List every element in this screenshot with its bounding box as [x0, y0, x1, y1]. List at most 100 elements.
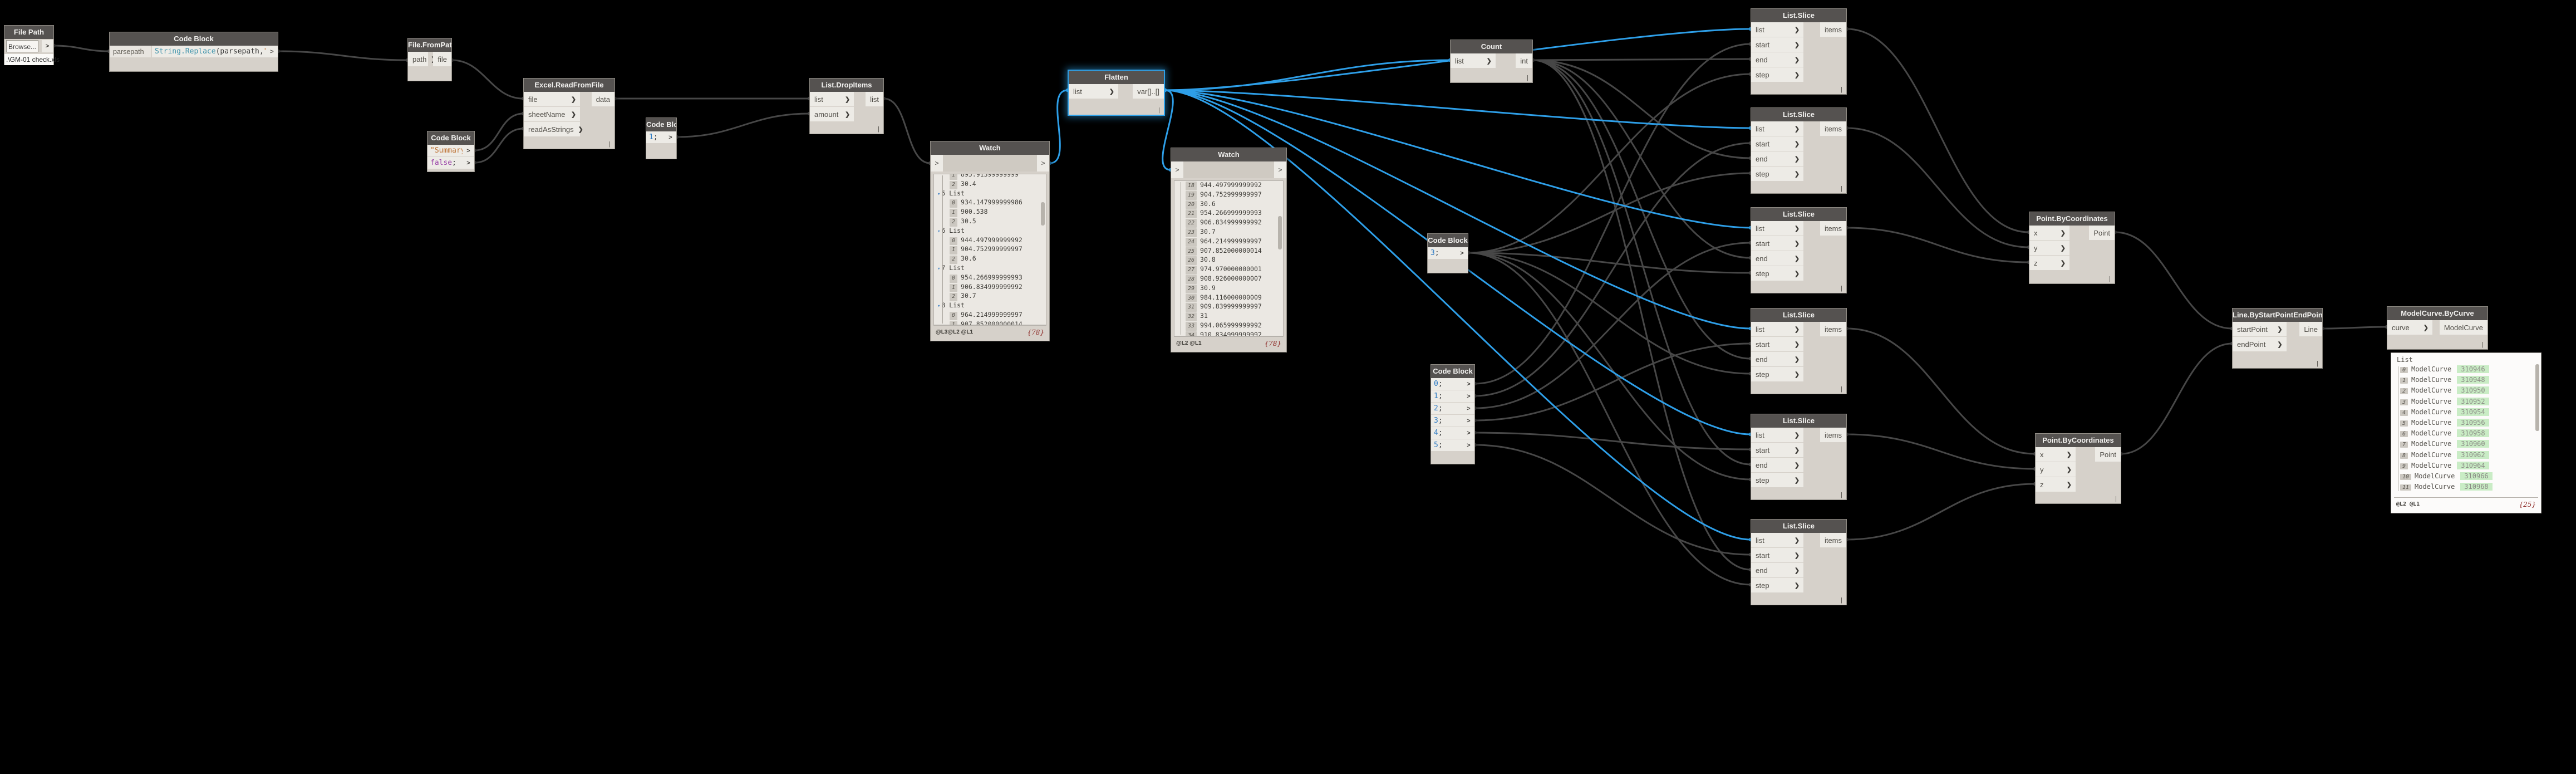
node-title[interactable]: List.Slice: [1751, 208, 1846, 221]
node-title[interactable]: Watch: [931, 141, 1049, 155]
wire[interactable]: [1532, 59, 1752, 571]
input-port-y[interactable]: y❯: [2036, 462, 2076, 477]
code-line[interactable]: String.Replace(parsepath, "%20", " ");: [152, 46, 266, 57]
node-title[interactable]: File Path: [4, 26, 53, 39]
input-port-start[interactable]: start❯: [1751, 37, 1804, 52]
input-port-end[interactable]: end❯: [1751, 52, 1804, 67]
input-port-x[interactable]: x❯: [2029, 226, 2069, 240]
input-port-sheetName[interactable]: sheetName❯: [524, 107, 581, 121]
code-line[interactable]: 2;: [1431, 403, 1463, 414]
wire[interactable]: [1474, 432, 1752, 450]
input-port-file[interactable]: file❯: [524, 92, 581, 106]
watch-input-port[interactable]: >: [931, 155, 943, 172]
code-line[interactable]: 3;: [1431, 415, 1463, 427]
output-port-items[interactable]: items: [1820, 322, 1846, 336]
input-port-list[interactable]: list❯: [810, 92, 854, 106]
node-title[interactable]: Point.ByCoordinates: [2029, 212, 2115, 226]
wire[interactable]: [1532, 58, 1752, 61]
wire[interactable]: [1467, 252, 1752, 375]
wire[interactable]: [1164, 89, 1752, 129]
code-output-port[interactable]: >: [665, 131, 676, 143]
input-port-start[interactable]: start❯: [1751, 443, 1804, 457]
wire[interactable]: [1164, 89, 1752, 541]
wire[interactable]: [1164, 89, 1752, 330]
input-port-curve[interactable]: curve❯: [2387, 320, 2432, 335]
node-title[interactable]: Count: [1451, 40, 1532, 53]
code-line[interactable]: 1;: [1431, 390, 1463, 402]
node-title[interactable]: Watch: [1171, 148, 1286, 161]
input-port-endPoint[interactable]: endPoint❯: [2233, 337, 2287, 351]
wire[interactable]: [676, 112, 810, 138]
wire[interactable]: [1474, 342, 1752, 422]
node-title[interactable]: List.Slice: [1751, 308, 1846, 322]
input-port-step[interactable]: step❯: [1751, 473, 1804, 487]
output-port-Point[interactable]: Point: [2089, 226, 2115, 240]
node-title[interactable]: Flatten: [1069, 71, 1164, 84]
code-output-port[interactable]: >: [1463, 378, 1474, 390]
input-port-list[interactable]: list❯: [1751, 322, 1804, 336]
node-title[interactable]: List.Slice: [1751, 9, 1846, 22]
wire[interactable]: [1474, 444, 1752, 556]
wire[interactable]: [1846, 127, 2030, 248]
wire[interactable]: [474, 112, 524, 151]
wire[interactable]: [2114, 231, 2233, 330]
wire[interactable]: [2322, 326, 2388, 330]
code-output-port[interactable]: >: [1463, 439, 1474, 451]
output-port-items[interactable]: items: [1820, 533, 1846, 547]
code-block-summary[interactable]: Code Block"Summary";>false;>: [427, 131, 475, 172]
output-port-var[interactable]: var[]..[]: [1133, 84, 1164, 99]
input-port-start[interactable]: start❯: [1751, 236, 1804, 251]
wire[interactable]: [277, 50, 409, 61]
code-line[interactable]: 5;: [1431, 439, 1463, 451]
code-line[interactable]: false;: [427, 157, 463, 169]
input-port-end[interactable]: end❯: [1751, 251, 1804, 266]
wire[interactable]: [1467, 73, 1752, 254]
input-port-list[interactable]: list❯: [1751, 22, 1804, 37]
code-block-1[interactable]: Code Block1;>: [646, 117, 677, 159]
output-port-Point[interactable]: Point: [2095, 447, 2121, 462]
node-title[interactable]: Code Block: [1431, 365, 1474, 378]
code-line[interactable]: 0;: [1431, 378, 1463, 390]
code-output-port[interactable]: >: [1456, 247, 1468, 259]
wire[interactable]: [1467, 252, 1752, 274]
code-output-port[interactable]: >: [463, 157, 474, 169]
output-port-int[interactable]: int: [1516, 53, 1532, 68]
node-title[interactable]: Code Block: [646, 118, 676, 131]
wire[interactable]: [1162, 89, 1174, 171]
input-port-z[interactable]: z❯: [2029, 256, 2069, 270]
wire[interactable]: [1532, 59, 1752, 159]
input-port-end[interactable]: end❯: [1751, 151, 1804, 166]
input-port-start[interactable]: start❯: [1751, 337, 1804, 351]
browse-button[interactable]: Browse...: [6, 40, 38, 52]
code-line[interactable]: 1;: [646, 131, 665, 143]
output-port-Line[interactable]: Line: [2299, 322, 2322, 336]
wire[interactable]: [1467, 252, 1752, 481]
code-output-port[interactable]: >: [1463, 427, 1474, 439]
input-port-start[interactable]: start❯: [1751, 136, 1804, 151]
watch-input-port[interactable]: >: [1171, 161, 1183, 178]
wire[interactable]: [1474, 142, 1752, 397]
code-output-port[interactable]: >: [463, 145, 474, 156]
output-port-items[interactable]: items: [1820, 221, 1846, 236]
node-title[interactable]: Code Block: [1428, 234, 1468, 247]
wire[interactable]: [1846, 227, 2030, 263]
wire[interactable]: [53, 45, 110, 52]
node-title[interactable]: List.DropItems: [810, 79, 883, 92]
input-port-step[interactable]: step❯: [1751, 67, 1804, 82]
node-title[interactable]: Code Block: [427, 131, 474, 145]
input-port-startPoint[interactable]: startPoint❯: [2233, 322, 2287, 336]
code-output-port[interactable]: >: [1463, 415, 1474, 427]
